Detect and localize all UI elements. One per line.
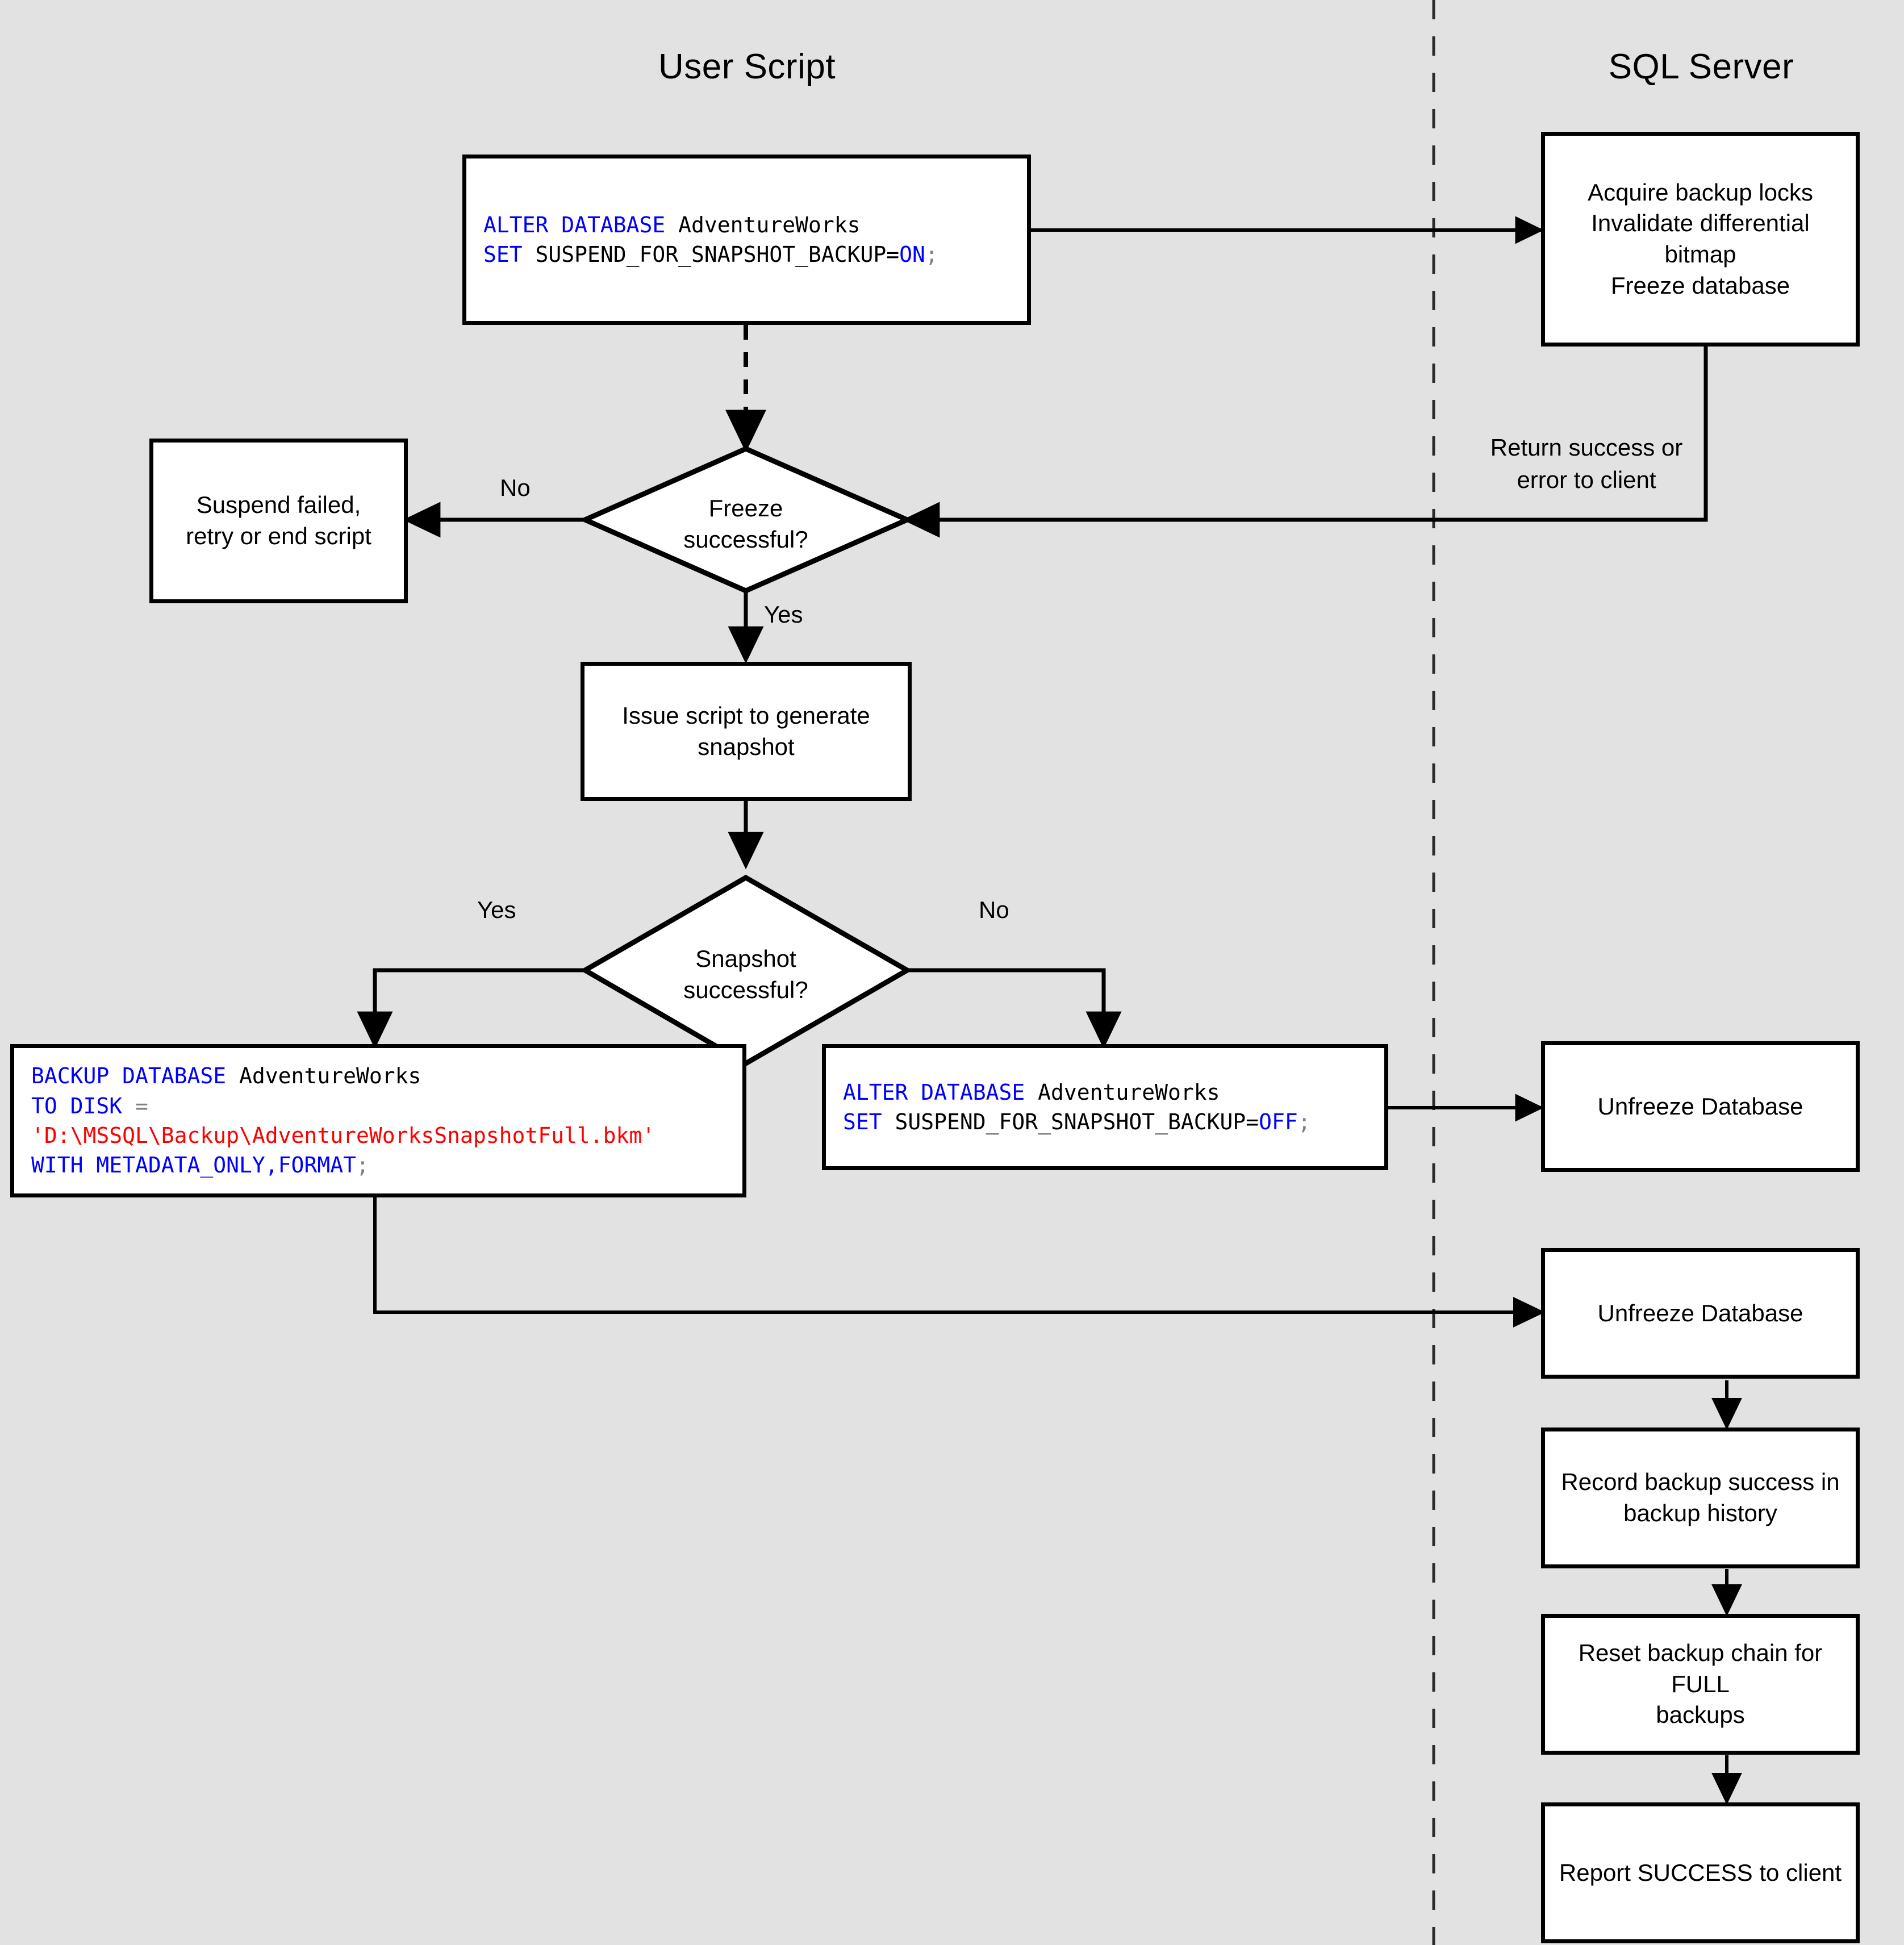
edge-label-freeze-no: No: [500, 474, 531, 501]
node-acquire-backup-locks[interactable]: Acquire backup locks Invalidate differen…: [1541, 132, 1860, 347]
edge-backup-to-unfreeze-2: [373, 1197, 1546, 1328]
edge-label-snapshot-no: No: [979, 896, 1009, 923]
node-issue-script[interactable]: Issue script to generate snapshot: [581, 662, 912, 801]
node-reset-backup-chain[interactable]: Reset backup chain for FULL backups: [1541, 1614, 1860, 1755]
node-record-backup-success[interactable]: Record backup success in backup history: [1541, 1428, 1860, 1568]
lane-title-sql-server: SQL Server: [1608, 47, 1794, 86]
node-unfreeze-database-2[interactable]: Unfreeze Database: [1541, 1248, 1860, 1379]
decision-snapshot-line-1: Snapshot: [695, 945, 796, 972]
node-unfreeze-database-1[interactable]: Unfreeze Database: [1541, 1041, 1860, 1172]
node-alter-database-on[interactable]: ALTER DATABASE AdventureWorks SET SUSPEN…: [462, 155, 1031, 325]
decision-freeze-line-2: successful?: [683, 526, 808, 553]
code-block-alter-on: ALTER DATABASE AdventureWorks SET SUSPEN…: [483, 212, 938, 267]
edge-label-snapshot-yes: Yes: [477, 896, 516, 923]
edge-snapshot-yes: [357, 968, 585, 1049]
node-backup-database-metadata-only[interactable]: BACKUP DATABASE AdventureWorks TO DISK =…: [10, 1044, 746, 1197]
code-block-backup: BACKUP DATABASE AdventureWorks TO DISK =…: [31, 1063, 655, 1178]
edge-snapshot-no: [907, 968, 1122, 1049]
node-report-success[interactable]: Report SUCCESS to client: [1541, 1802, 1860, 1943]
decision-snapshot-label: Snapshot successful?: [604, 943, 888, 1006]
node-alter-database-off[interactable]: ALTER DATABASE AdventureWorks SET SUSPEN…: [822, 1044, 1388, 1170]
lane-title-user-script: User Script: [658, 47, 836, 86]
edge-label-freeze-yes: Yes: [764, 601, 803, 628]
decision-snapshot-line-2: successful?: [683, 976, 808, 1004]
node-suspend-failed[interactable]: Suspend failed, retry or end script: [149, 439, 408, 603]
code-block-alter-off: ALTER DATABASE AdventureWorks SET SUSPEN…: [843, 1079, 1311, 1134]
decision-freeze-line-1: Freeze: [708, 495, 783, 521]
decision-freeze-label: Freeze successful?: [604, 492, 888, 556]
annotation-return-to-client: Return success or error to client: [1490, 434, 1683, 493]
